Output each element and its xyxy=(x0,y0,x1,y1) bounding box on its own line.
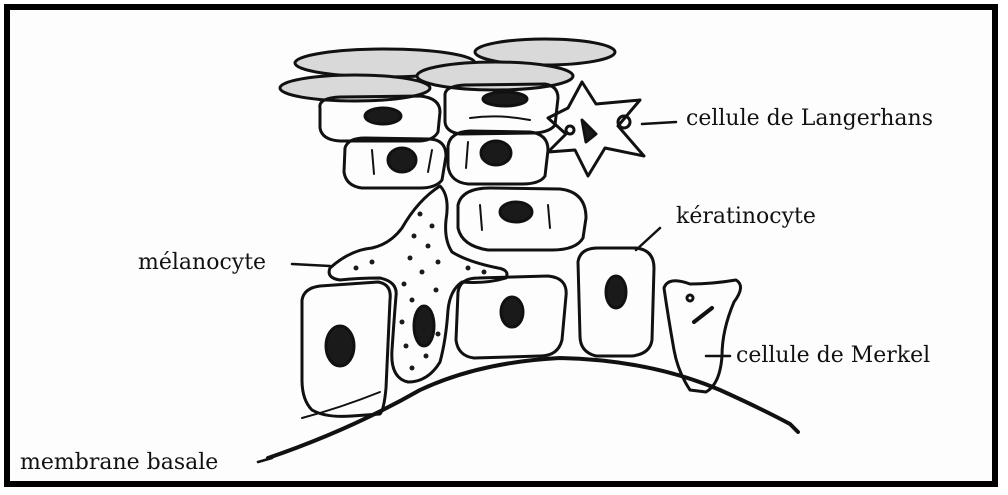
label-merkel: cellule de Merkel xyxy=(736,345,930,367)
nucleus xyxy=(365,108,401,124)
nucleus xyxy=(414,306,434,346)
label-membrane: membrane basale xyxy=(20,452,218,474)
langerhans-leader xyxy=(642,122,676,124)
melanocyte-leader xyxy=(292,264,330,266)
nucleus xyxy=(388,148,416,172)
label-melanocyte: mélanocyte xyxy=(138,252,266,274)
nucleus xyxy=(483,92,527,106)
membrane-leader xyxy=(258,458,272,462)
nucleus xyxy=(326,326,354,366)
nucleus xyxy=(481,141,511,165)
label-keratinocyte: kératinocyte xyxy=(676,206,816,228)
nucleus xyxy=(501,297,523,327)
label-langerhans: cellule de Langerhans xyxy=(686,108,933,130)
melanin-granules xyxy=(354,212,487,371)
nucleus xyxy=(500,202,532,222)
langerhans-cell xyxy=(548,82,644,176)
keratinocyte-leader xyxy=(636,228,660,250)
basal-layer xyxy=(302,248,654,416)
nucleus xyxy=(606,276,626,308)
